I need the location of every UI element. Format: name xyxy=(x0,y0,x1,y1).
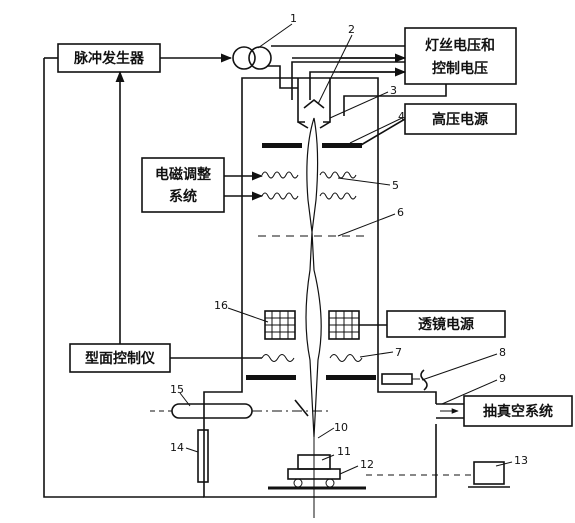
column-base-plate xyxy=(246,375,376,380)
cathode-assembly xyxy=(297,78,331,129)
pulse-generator-box: 脉冲发生器 xyxy=(57,43,161,73)
optical-viewer xyxy=(150,399,330,419)
callout-6: 6 xyxy=(397,206,404,219)
column-body xyxy=(203,77,437,498)
callout-11: 11 xyxy=(337,445,351,458)
electron-beam xyxy=(305,117,322,438)
filament-voltage-box: 灯丝电压和 控制电压 xyxy=(404,27,517,85)
lower-deflection-coil xyxy=(261,354,363,362)
callout-4: 4 xyxy=(398,110,405,123)
profile-controller-label: 型面控制仪 xyxy=(85,350,156,367)
high-voltage-supply-box: 高压电源 xyxy=(404,103,517,135)
callout-16: 16 xyxy=(214,299,228,312)
pulse-transformer xyxy=(232,46,272,70)
filament-voltage-label-1: 灯丝电压和 xyxy=(425,37,495,54)
callout-2: 2 xyxy=(348,23,355,36)
callout-15: 15 xyxy=(170,383,184,396)
callout-3: 3 xyxy=(390,84,397,97)
callout-7: 7 xyxy=(395,346,402,359)
callout-10: 10 xyxy=(334,421,348,434)
leader-lines xyxy=(179,23,513,475)
lens-supply-box: 透镜电源 xyxy=(386,310,506,338)
valve xyxy=(381,369,428,391)
callout-9: 9 xyxy=(499,372,506,385)
deflection-coils xyxy=(261,171,357,200)
workpiece-and-table xyxy=(268,454,366,490)
lens-supply-label: 透镜电源 xyxy=(418,316,474,333)
high-voltage-supply-label: 高压电源 xyxy=(432,111,488,128)
em-adjust-system-box: 电磁调整 系统 xyxy=(141,157,225,213)
filament-voltage-label-2: 控制电压 xyxy=(432,60,488,77)
vacuum-system-box: 抽真空系统 xyxy=(463,395,573,427)
callout-13: 13 xyxy=(514,454,528,467)
em-adjust-label-1: 电磁调整 xyxy=(155,166,212,183)
vacuum-system-label: 抽真空系统 xyxy=(483,403,553,420)
em-adjust-label-2: 系统 xyxy=(169,188,197,205)
vacuum-port xyxy=(436,403,464,419)
callout-12: 12 xyxy=(360,458,374,471)
callout-5: 5 xyxy=(392,179,399,192)
callout-14: 14 xyxy=(170,441,184,454)
anode xyxy=(262,143,362,148)
callout-numbers: 1 2 3 4 5 6 7 8 9 10 11 12 13 14 15 16 xyxy=(170,12,528,471)
callout-1: 1 xyxy=(290,12,297,25)
pulse-generator-label: 脉冲发生器 xyxy=(73,50,145,67)
observation-window xyxy=(197,429,209,483)
drive-motor xyxy=(366,461,510,488)
wiring xyxy=(43,45,447,498)
callout-8: 8 xyxy=(499,346,506,359)
profile-controller-box: 型面控制仪 xyxy=(69,343,171,373)
